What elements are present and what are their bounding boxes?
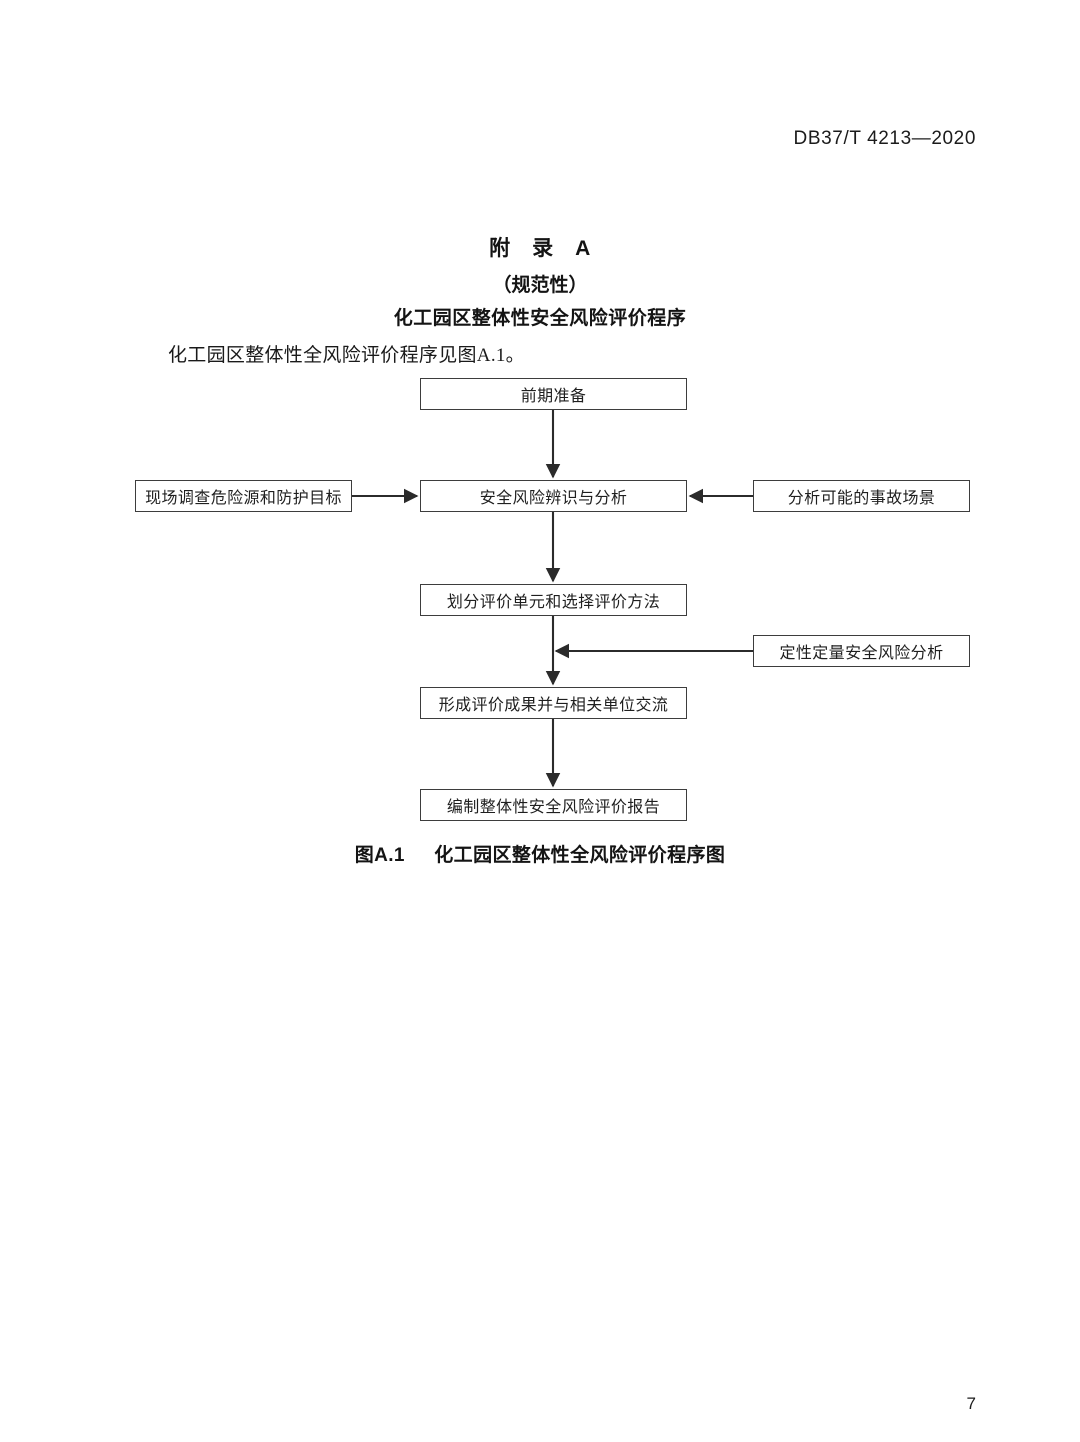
flow-node-compile-assessment-report[interactable]: 编制整体性安全风险评价报告	[420, 789, 687, 821]
flow-node-preliminary-preparation[interactable]: 前期准备	[420, 378, 687, 410]
flow-node-label: 划分评价单元和选择评价方法	[446, 594, 661, 611]
figure-caption-number: 图A.1	[354, 845, 405, 866]
annex-heading-block: 附 录 A （规范性） 化工园区整体性安全风险评价程序	[0, 232, 1080, 330]
flow-node-site-survey-hazards-targets[interactable]: 现场调查危险源和防护目标	[135, 480, 352, 512]
flowchart: 前期准备 现场调查危险源和防护目标 安全风险辨识与分析 分析可能的事故场景 划分…	[135, 378, 970, 821]
flow-node-qualitative-quantitative-analysis[interactable]: 定性定量安全风险分析	[753, 635, 970, 667]
flow-node-label: 编制整体性安全风险评价报告	[446, 799, 661, 816]
flow-node-divide-units-select-methods[interactable]: 划分评价单元和选择评价方法	[420, 584, 687, 616]
flow-node-form-results-communicate[interactable]: 形成评价成果并与相关单位交流	[420, 687, 687, 719]
flowchart-connectors	[352, 410, 753, 788]
annex-title: 化工园区整体性安全风险评价程序	[393, 308, 687, 329]
flow-node-possible-accident-scenarios[interactable]: 分析可能的事故场景	[753, 480, 970, 512]
annex-normative: （规范性）	[492, 275, 588, 296]
figure-caption-title: 化工园区整体性全风险评价程序图	[434, 845, 726, 866]
flow-node-label: 定性定量安全风险分析	[779, 645, 944, 662]
annex-label: 附 录 A	[489, 237, 591, 260]
flow-node-risk-identification-analysis[interactable]: 安全风险辨识与分析	[420, 480, 687, 512]
flow-node-label: 分析可能的事故场景	[787, 490, 936, 507]
figure-caption: 图A.1 化工园区整体性全风险评价程序图	[0, 840, 1080, 867]
intro-paragraph: 化工园区整体性全风险评价程序见图A.1。	[168, 345, 525, 366]
flow-node-label: 前期准备	[520, 388, 587, 405]
document-header-standard-code: DB37/T 4213—2020	[793, 128, 976, 149]
flow-node-label: 形成评价成果并与相关单位交流	[438, 697, 669, 714]
page-number: 7	[966, 1394, 976, 1413]
flow-node-label: 安全风险辨识与分析	[479, 490, 628, 507]
flow-node-label: 现场调查危险源和防护目标	[145, 490, 342, 507]
